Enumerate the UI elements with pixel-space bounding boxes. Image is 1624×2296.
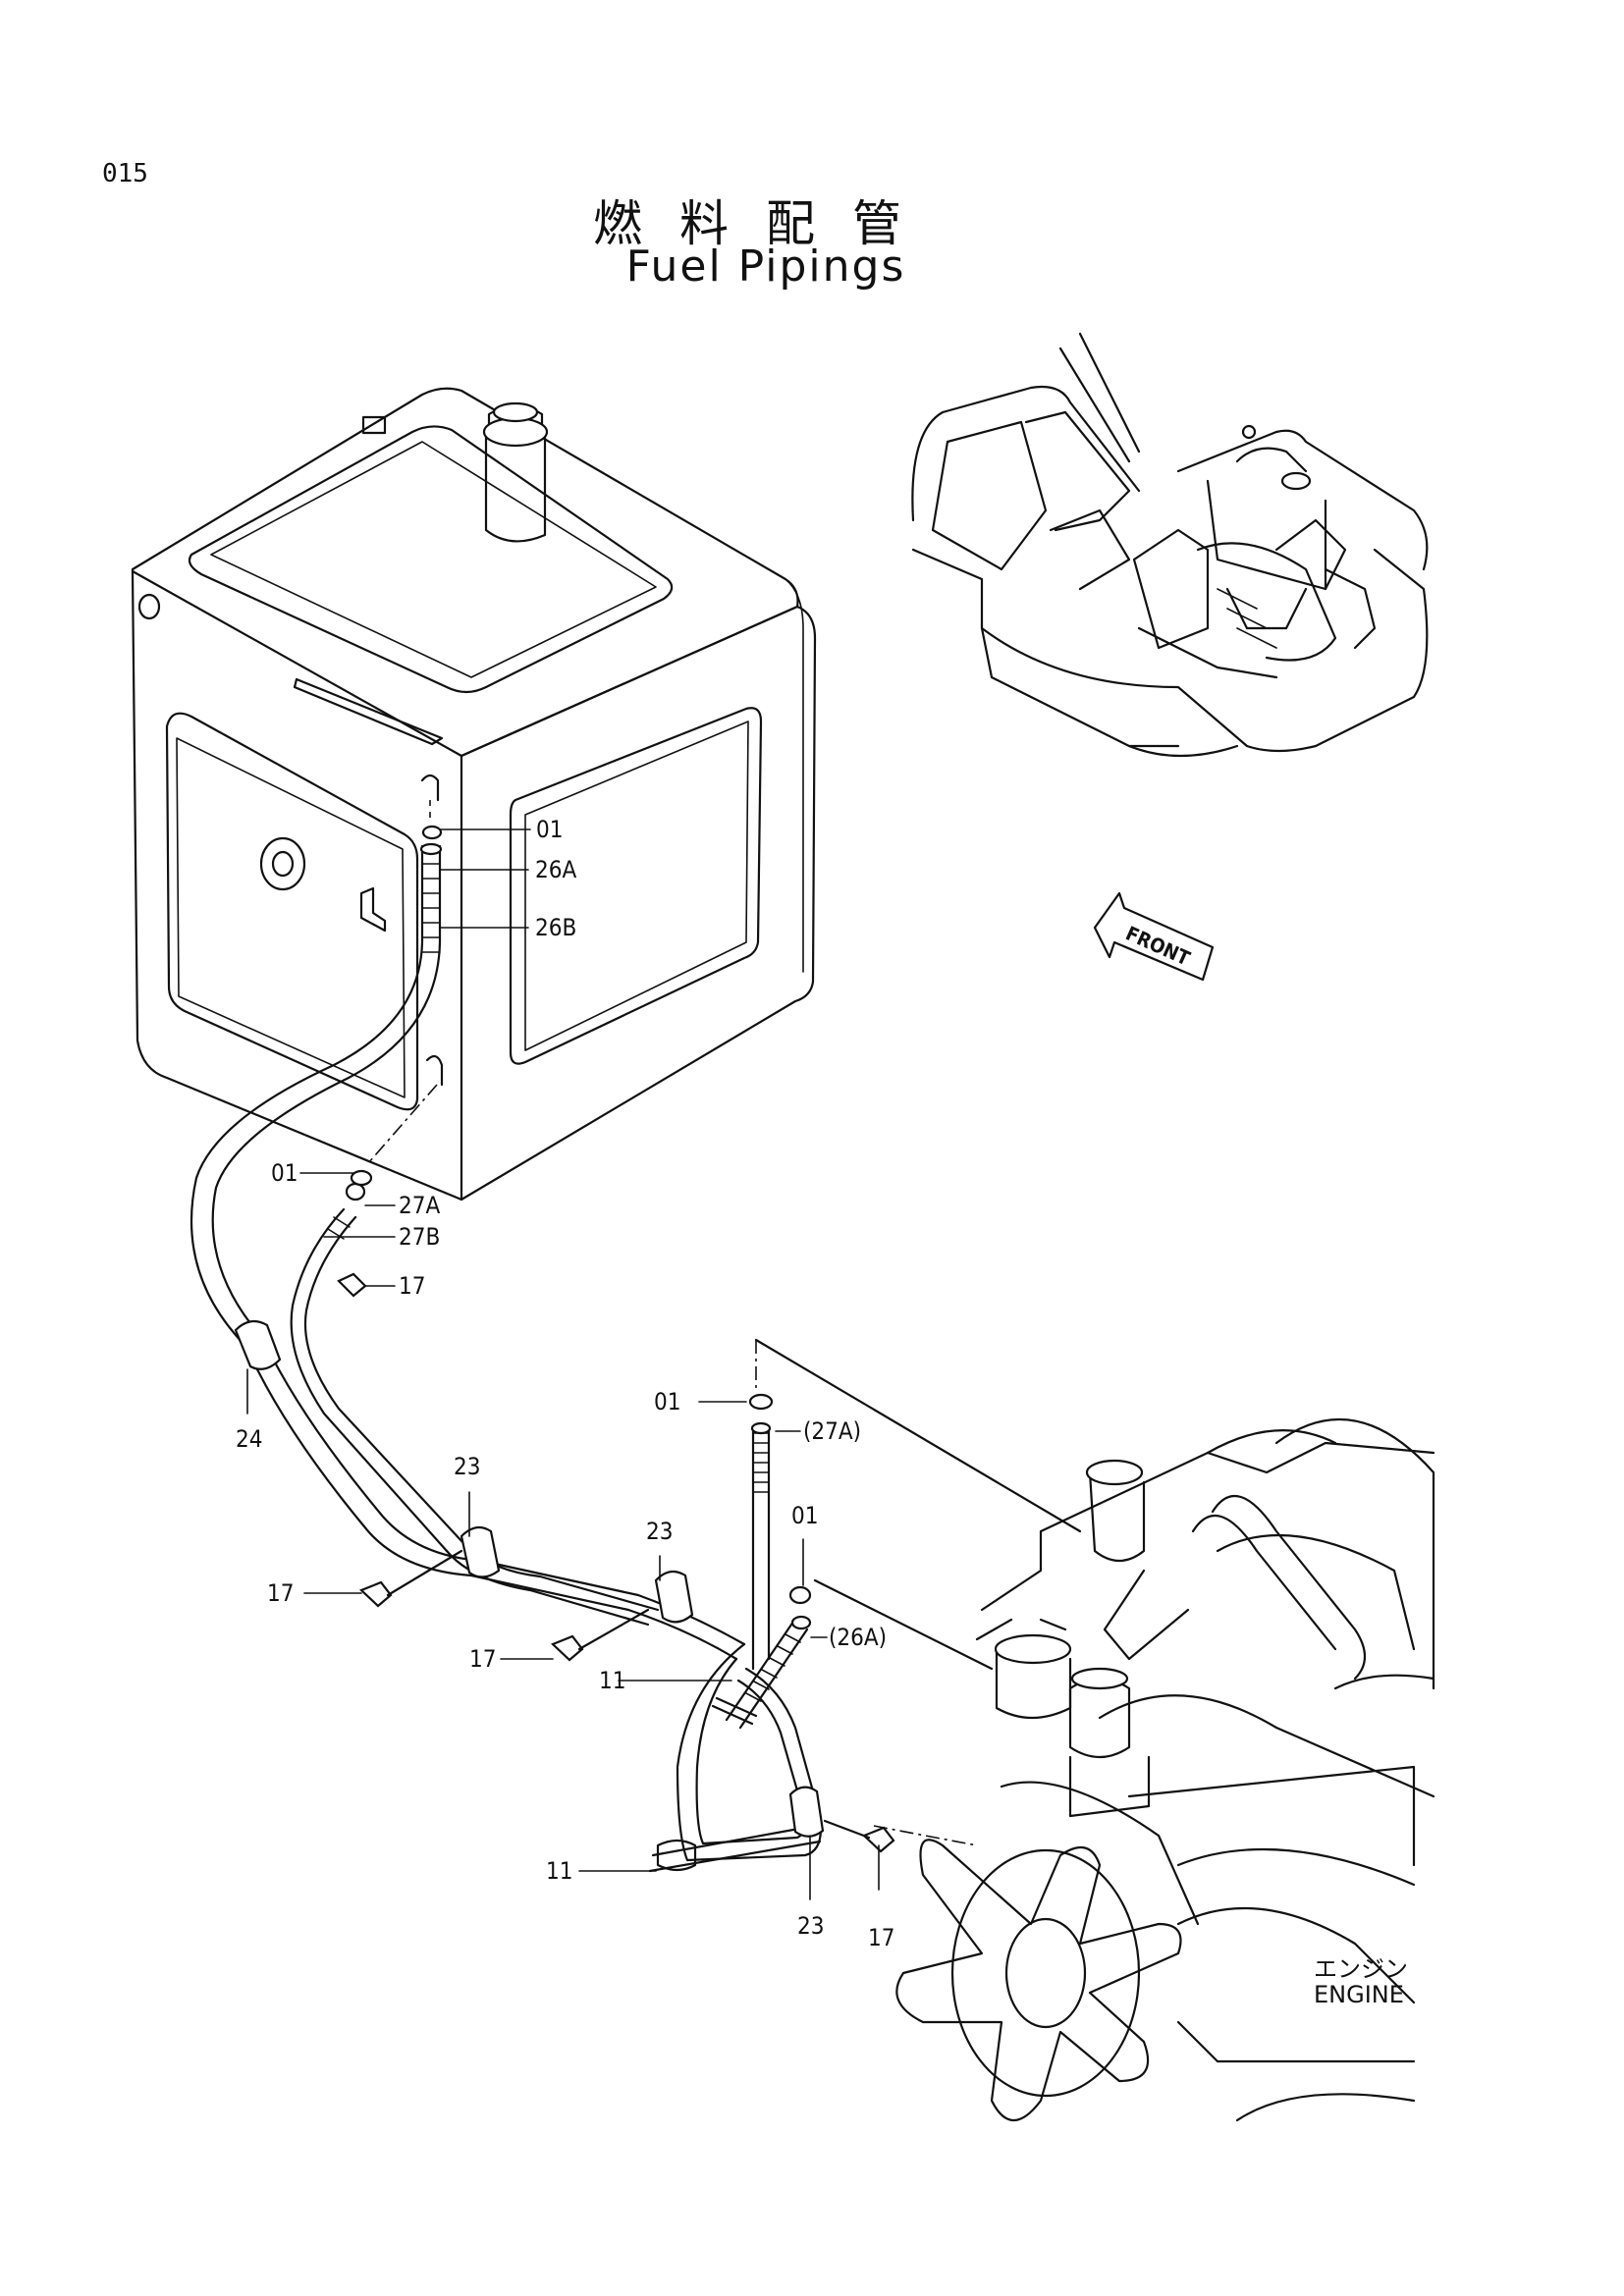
callout-11: 11 (546, 1857, 572, 1885)
callout-23: 23 (454, 1453, 480, 1480)
page-code: 015 (102, 159, 148, 188)
callout-17: 17 (267, 1579, 294, 1607)
fuel-hoses-drawing (190, 825, 895, 1873)
callout-01: 01 (791, 1502, 818, 1529)
callout-24: 24 (236, 1425, 262, 1453)
callout-01: 01 (536, 816, 563, 843)
callout-leaders (246, 828, 880, 1900)
engine-label-japanese: エンジン (1314, 1955, 1408, 1983)
callout-01: 01 (654, 1388, 680, 1415)
front-label: FRONT (1122, 922, 1194, 971)
callout-23: 23 (797, 1912, 824, 1940)
callout-01: 01 (271, 1159, 298, 1187)
callout-labels: 01 26A 26B 01 27A 27B 17 24 01 (27A) 23 … (236, 816, 894, 1951)
callout-17: 17 (868, 1924, 894, 1951)
engine-label: ENGINE (1314, 1981, 1404, 2008)
page-title-japanese: 燃料配管 (593, 195, 939, 252)
callout-17: 17 (469, 1645, 496, 1673)
callout-27a-ref: (27A) (803, 1417, 861, 1445)
front-direction-arrow: FRONT (1093, 891, 1215, 982)
excavator-overview-drawing (911, 332, 1429, 758)
callout-27a: 27A (399, 1192, 440, 1219)
engine-drawing (754, 1338, 1435, 2122)
callout-17: 17 (399, 1272, 425, 1300)
callout-27b: 27B (399, 1223, 440, 1251)
fuel-tank-drawing (131, 387, 817, 1201)
callout-26a: 26A (535, 856, 576, 883)
callout-26b: 26B (535, 914, 576, 941)
callout-26a-ref: (26A) (829, 1624, 887, 1651)
page-title: Fuel Pipings (625, 241, 906, 292)
callout-23: 23 (646, 1518, 673, 1545)
callout-11: 11 (599, 1667, 625, 1694)
